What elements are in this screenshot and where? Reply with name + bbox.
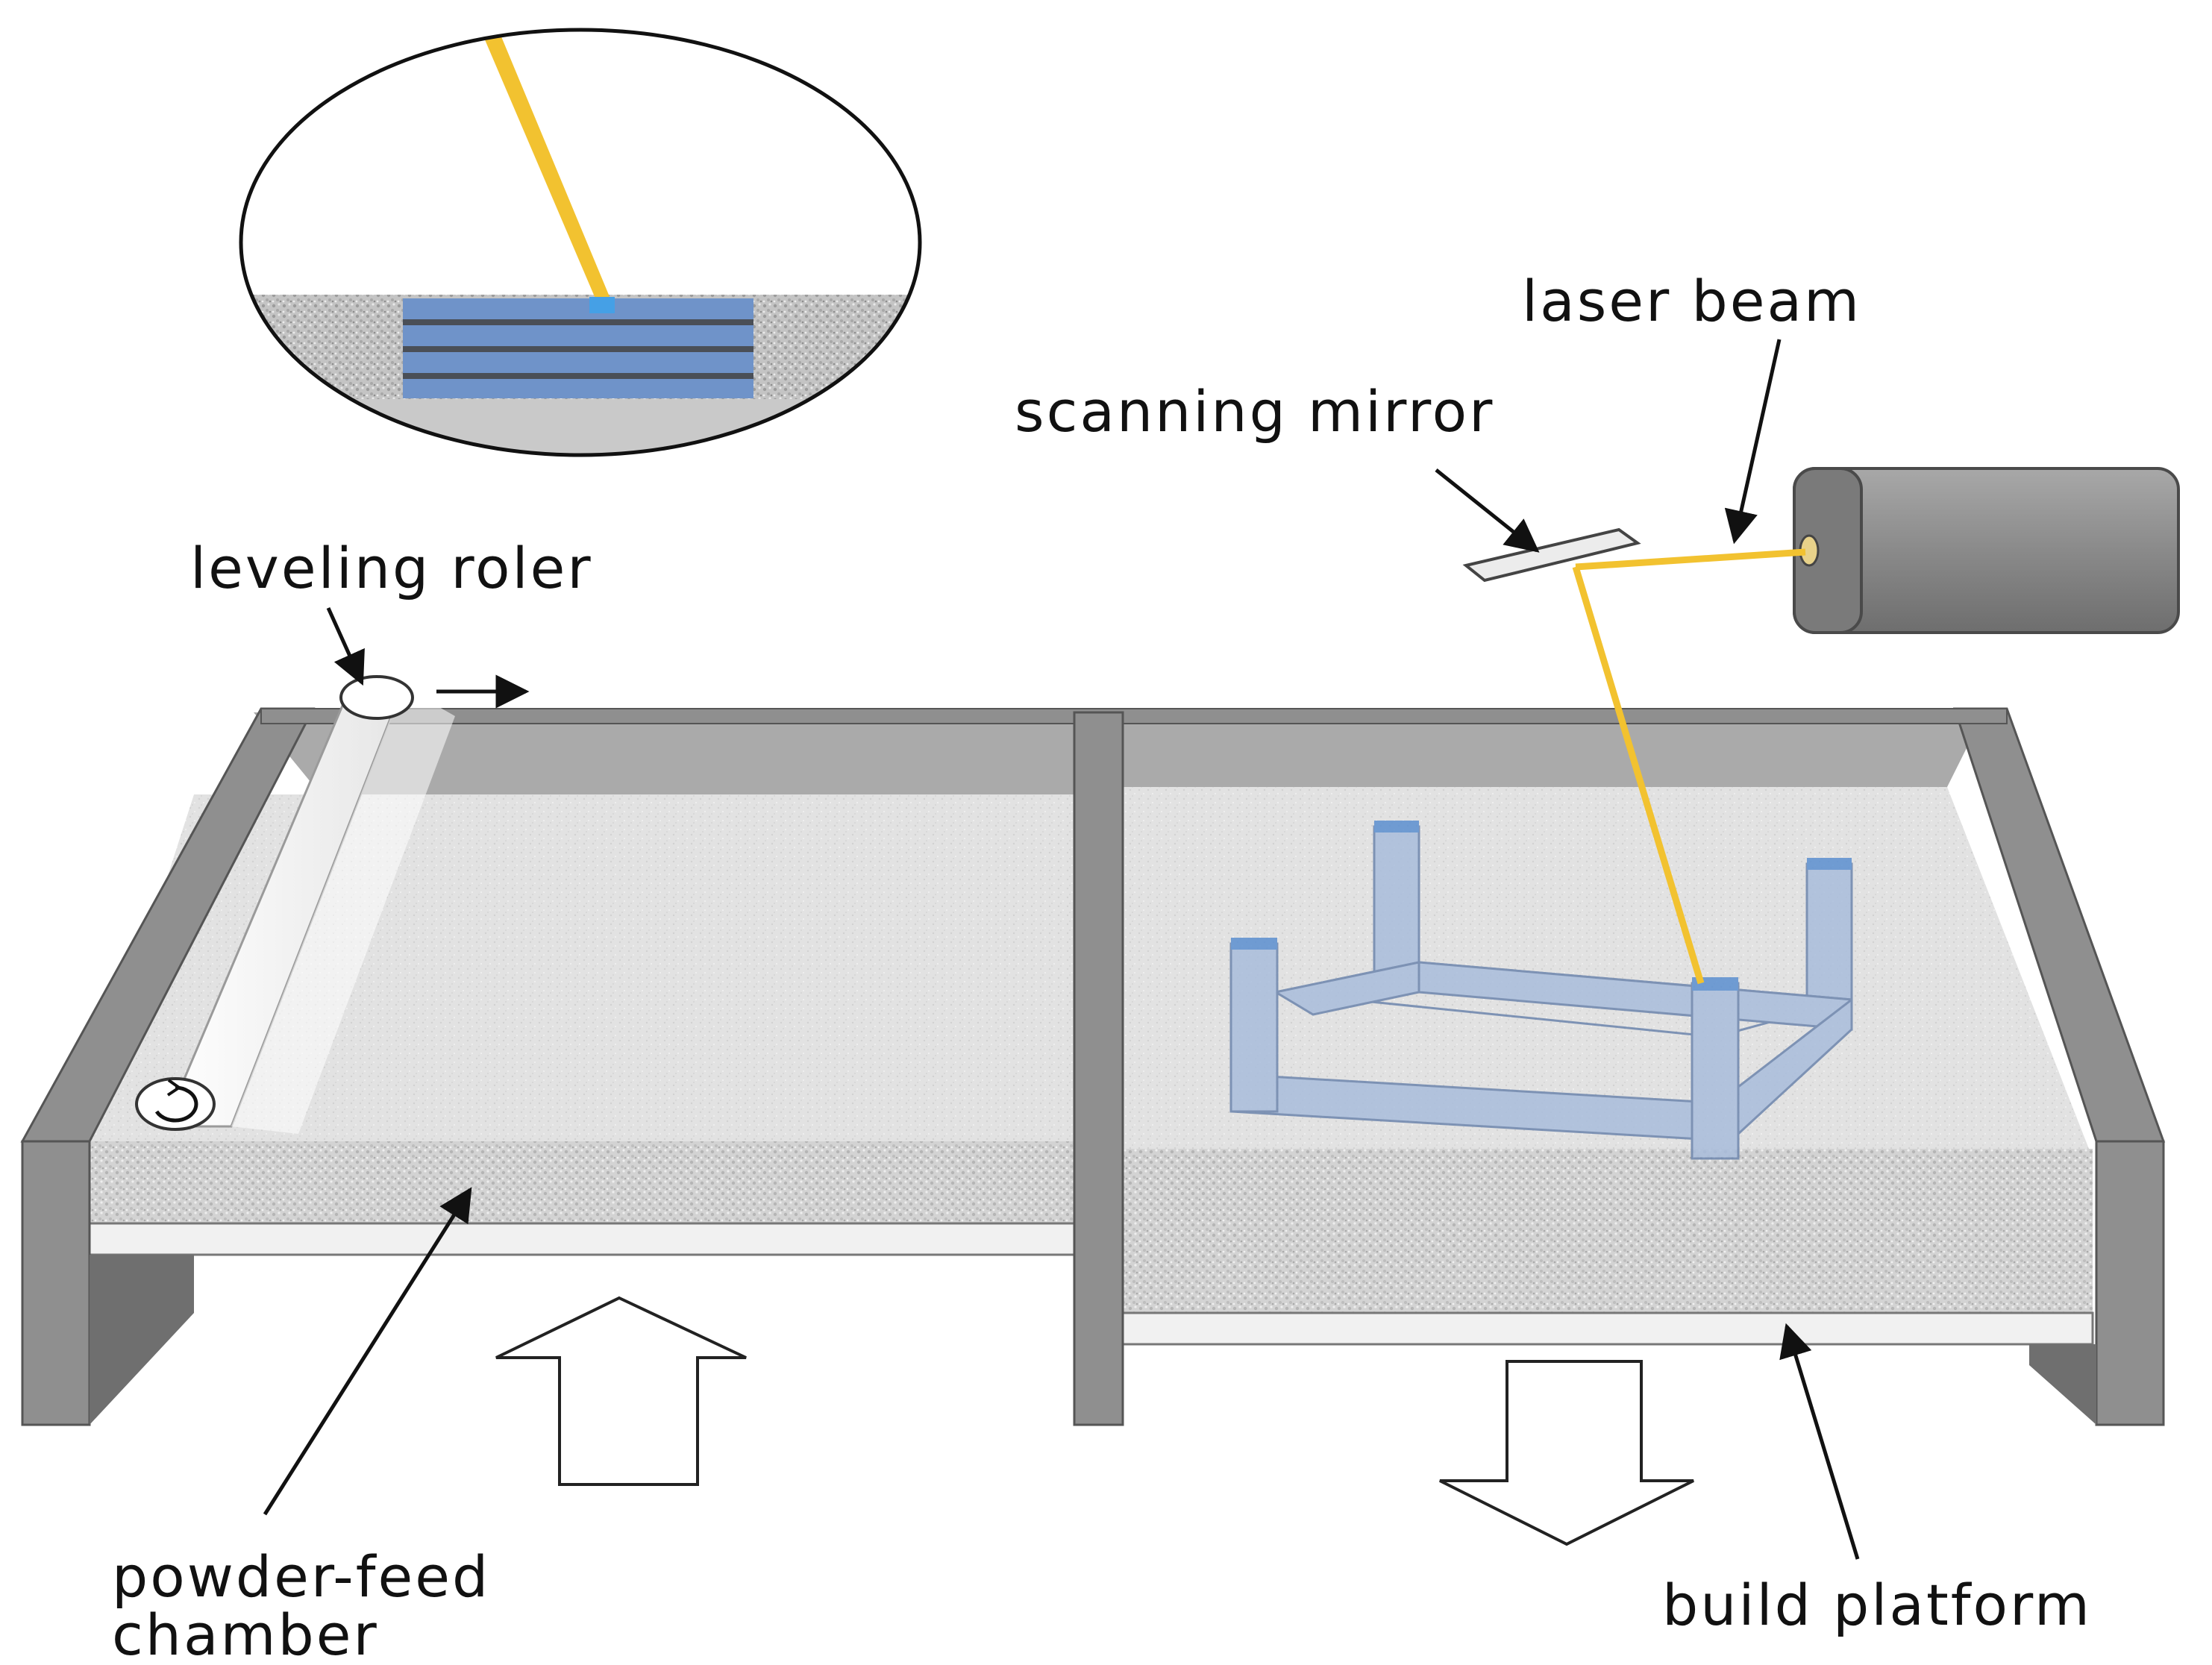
layer-detail-magnifier-icon — [239, 28, 922, 457]
label-powder-feed: powder-feed — [112, 1543, 490, 1610]
hollow-down-arrow-icon — [1439, 1360, 1694, 1546]
roller-cylinder-icon — [135, 675, 455, 1134]
label-laser-beam: laser beam — [1522, 268, 1861, 334]
laser-beam-path — [1572, 548, 1806, 985]
fused-part — [1229, 821, 1853, 1160]
label-leveling-roller: leveling roler — [190, 535, 593, 601]
laser-source-box-icon — [1793, 467, 2180, 634]
hollow-up-arrow-icon — [495, 1296, 747, 1486]
label-chamber: chamber — [112, 1602, 379, 1665]
scanning-mirror-plate-icon — [1462, 527, 1641, 583]
label-build-platform: build platform — [1662, 1572, 2092, 1638]
label-scanning-mirror: scanning mirror — [1015, 378, 1494, 445]
powder-bed-machine — [20, 707, 2166, 1426]
leader-arrows — [263, 339, 1860, 1560]
